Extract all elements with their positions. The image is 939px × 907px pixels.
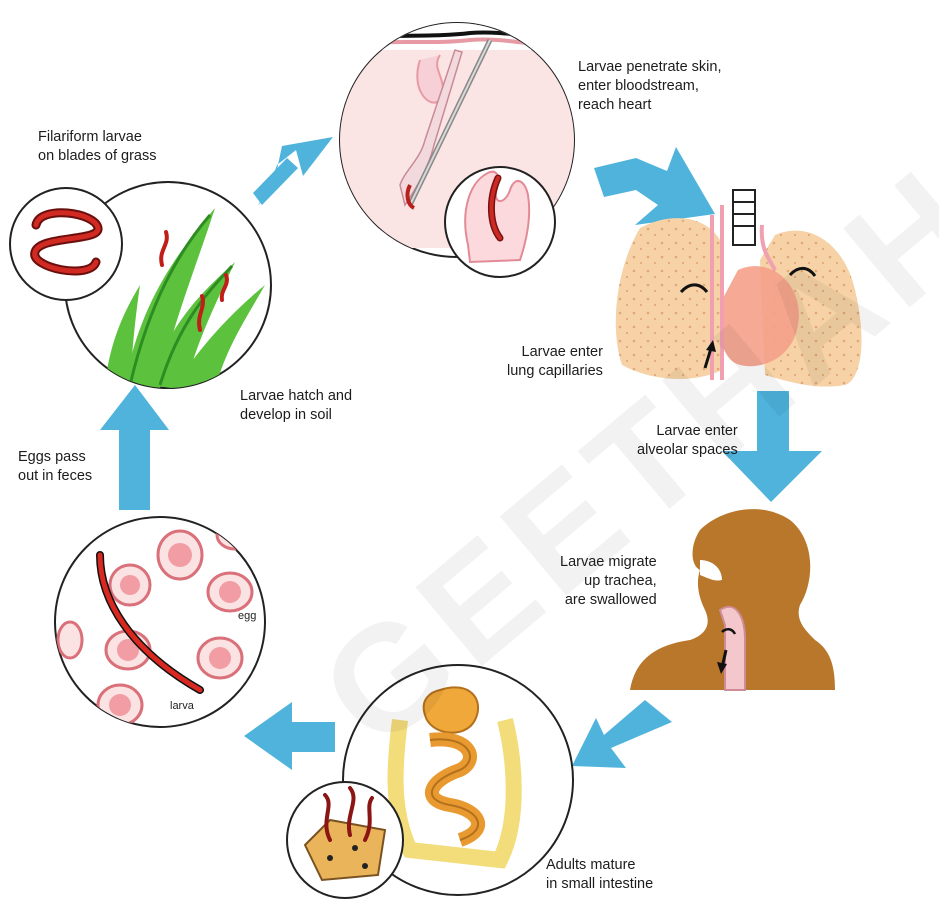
grass-larvae-illustration <box>10 182 271 390</box>
label-lung-capillaries: Larvae enter lung capillaries <box>507 343 603 381</box>
skin-penetration-illustration <box>330 10 590 277</box>
arrow-head-to-intestine <box>572 700 672 768</box>
label-alveolar-spaces: Larvae enter alveolar spaces <box>637 422 738 460</box>
label-hatch-soil: Larvae hatch and develop in soil <box>240 387 352 425</box>
label-egg: egg <box>238 610 256 622</box>
label-intestine: Adults mature in small intestine <box>546 856 653 894</box>
arrow-skin-to-lungs <box>594 147 715 225</box>
arrow-intestine-to-eggs <box>244 702 335 770</box>
label-eggs-feces: Eggs pass out in feces <box>18 448 92 486</box>
label-trachea: Larvae migrate up trachea, are swallowed <box>560 553 657 610</box>
label-skin-penetration: Larvae penetrate skin, enter bloodstream… <box>578 58 721 115</box>
label-larva: larva <box>170 700 194 712</box>
eggs-larva-illustration <box>55 517 265 727</box>
label-filariform: Filariform larvae on blades of grass <box>38 128 157 166</box>
arrow-eggs-to-grass <box>100 385 169 510</box>
